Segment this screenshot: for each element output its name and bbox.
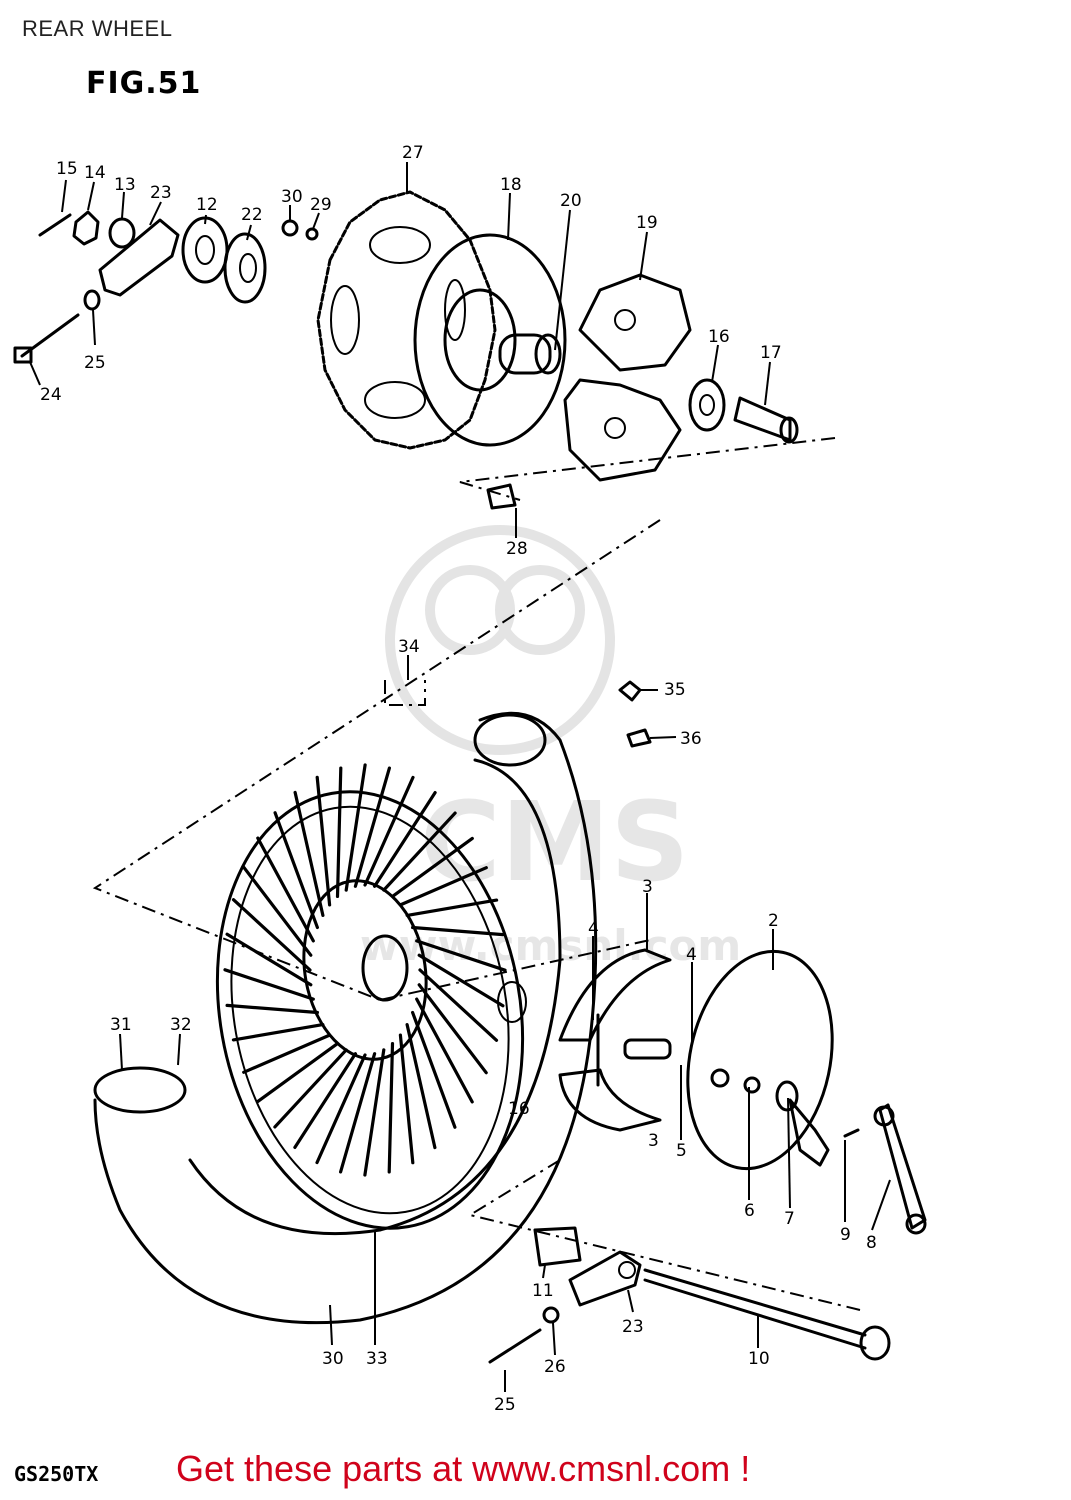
bearing-17 — [688, 378, 726, 432]
spoke — [405, 1022, 437, 1150]
spoke — [398, 1033, 415, 1165]
spoke — [315, 1053, 367, 1165]
spoke — [256, 836, 315, 943]
brake-shoes — [558, 948, 672, 1132]
callout-28: 29 — [310, 195, 332, 215]
callout-numbers: 27 15 14 13 23 12 22 30 29 18 20 19 16 1… — [40, 143, 877, 1415]
callout-27: 28 — [506, 539, 528, 559]
leader-lines — [29, 162, 891, 1392]
callout-3-top: 3 — [642, 877, 653, 897]
callout-23-bottom: 23 — [622, 1317, 644, 1337]
spoke — [382, 811, 457, 892]
spoke — [363, 775, 415, 887]
spoke — [415, 997, 474, 1104]
spoke — [293, 1052, 357, 1150]
spoke — [273, 811, 319, 930]
spoke — [387, 1041, 395, 1174]
parts-store-link[interactable]: Get these parts at www.cmsnl.com ! — [176, 1448, 751, 1489]
callout-23-top: 23 — [150, 183, 172, 203]
callout-33: 33 — [366, 1349, 388, 1369]
callout-25-bottom: 26 — [544, 1357, 566, 1377]
callout-10: 10 — [748, 1349, 770, 1369]
bolt-27 — [486, 483, 517, 510]
spoke — [418, 968, 499, 1042]
spoke — [405, 898, 499, 918]
callout-18: 17 — [760, 343, 782, 363]
callout-5: 5 — [676, 1141, 687, 1161]
sprocket-drum — [413, 233, 567, 447]
callout-14: 14 — [84, 163, 106, 183]
spoke — [411, 1010, 457, 1129]
callout-30: 30 — [322, 1349, 344, 1369]
callout-31: 31 — [110, 1015, 132, 1035]
spoke — [231, 898, 312, 972]
brake-arm — [843, 1103, 927, 1235]
callout-35: 35 — [664, 680, 686, 700]
spoke — [390, 836, 474, 899]
callout-24-bottom: 25 — [494, 1395, 516, 1415]
spoke — [411, 925, 505, 937]
callout-22: 22 — [241, 205, 263, 225]
callout-6: 6 — [744, 1201, 755, 1221]
spoke — [256, 1041, 340, 1104]
spoke — [339, 1052, 377, 1174]
model-code: GS250TX — [14, 1462, 99, 1486]
spoke — [335, 766, 343, 899]
callout-12: 12 — [196, 195, 218, 215]
callout-4-left: 4 — [588, 919, 599, 939]
spoke — [417, 953, 505, 1008]
callout-19: 18 — [500, 175, 522, 195]
spokes — [223, 763, 507, 1177]
callout-17: 16 — [708, 327, 730, 347]
small-parts-left — [13, 210, 319, 364]
spoke — [231, 1022, 325, 1042]
callout-24-top: 24 — [40, 385, 62, 405]
spoke — [417, 983, 488, 1075]
callout-8: 8 — [866, 1233, 877, 1253]
callout-36: 36 — [680, 729, 702, 749]
callout-11: 11 — [532, 1281, 554, 1301]
callout-3-bottom: 3 — [648, 1131, 659, 1151]
spoke — [415, 939, 507, 972]
callout-9: 9 — [840, 1225, 851, 1245]
callout-13: 13 — [114, 175, 136, 195]
watermark: CMS www.cmsnl.com — [360, 525, 741, 970]
spoke — [273, 1048, 348, 1129]
callout-4-right: 4 — [686, 945, 697, 965]
callout-34: 34 — [398, 637, 420, 657]
spoke — [398, 866, 488, 907]
spoke — [315, 775, 332, 907]
tire — [93, 711, 598, 1325]
wheel-hub — [302, 879, 527, 1061]
axle-parts — [488, 680, 891, 1364]
callout-7: 7 — [784, 1209, 795, 1229]
spoke — [223, 968, 315, 1001]
callout-25-top: 25 — [84, 353, 106, 373]
spoke — [225, 932, 313, 987]
spacer-18 — [733, 396, 799, 444]
figure-label: FIG.51 — [86, 66, 202, 101]
spoke — [225, 1003, 319, 1015]
callout-32: 32 — [170, 1015, 192, 1035]
callout-29: 30 — [281, 187, 303, 207]
page-title: REAR WHEEL — [22, 16, 173, 41]
sprocket — [316, 190, 497, 450]
callout-21: 20 — [560, 191, 582, 211]
spoke — [373, 790, 437, 888]
callout-20: 19 — [636, 213, 658, 233]
spoke — [242, 865, 313, 957]
callout-26: 27 — [402, 143, 424, 163]
callout-15: 15 — [56, 159, 78, 179]
callout-2: 2 — [768, 911, 779, 931]
spoke — [353, 766, 391, 888]
cushion-dampers — [563, 273, 692, 482]
spoke — [344, 763, 367, 892]
spoke — [363, 1048, 386, 1177]
callout-16: 16 — [508, 1099, 530, 1119]
brake-panel — [686, 949, 834, 1171]
spoke — [242, 1033, 332, 1074]
spoke — [293, 790, 325, 918]
